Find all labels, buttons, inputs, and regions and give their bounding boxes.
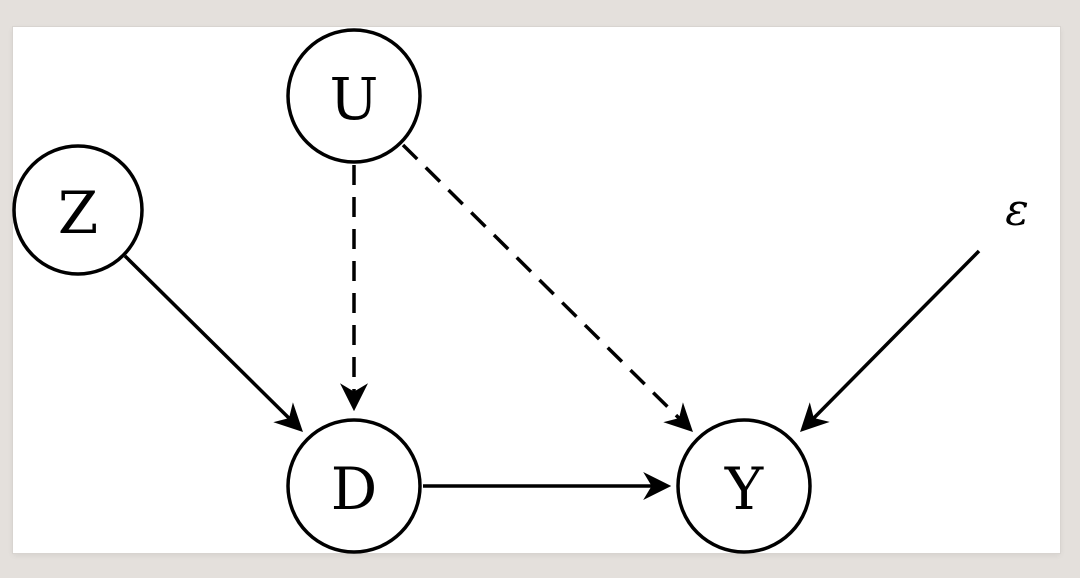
node-y-label: Y bbox=[724, 455, 764, 523]
edge-epsilon-to-y bbox=[800, 249, 981, 432]
node-d: D bbox=[286, 418, 422, 554]
edge-u-to-y bbox=[401, 143, 693, 432]
node-u: U bbox=[286, 28, 422, 164]
node-z: Z bbox=[12, 144, 144, 276]
node-u-label: U bbox=[330, 65, 379, 133]
edge-z-to-d bbox=[123, 254, 303, 432]
node-epsilon-label: ε bbox=[1005, 185, 1029, 236]
node-y: Y bbox=[676, 418, 812, 554]
node-z-label: Z bbox=[58, 179, 98, 247]
node-d-label: D bbox=[331, 455, 378, 523]
diagram-frame bbox=[13, 27, 1060, 553]
